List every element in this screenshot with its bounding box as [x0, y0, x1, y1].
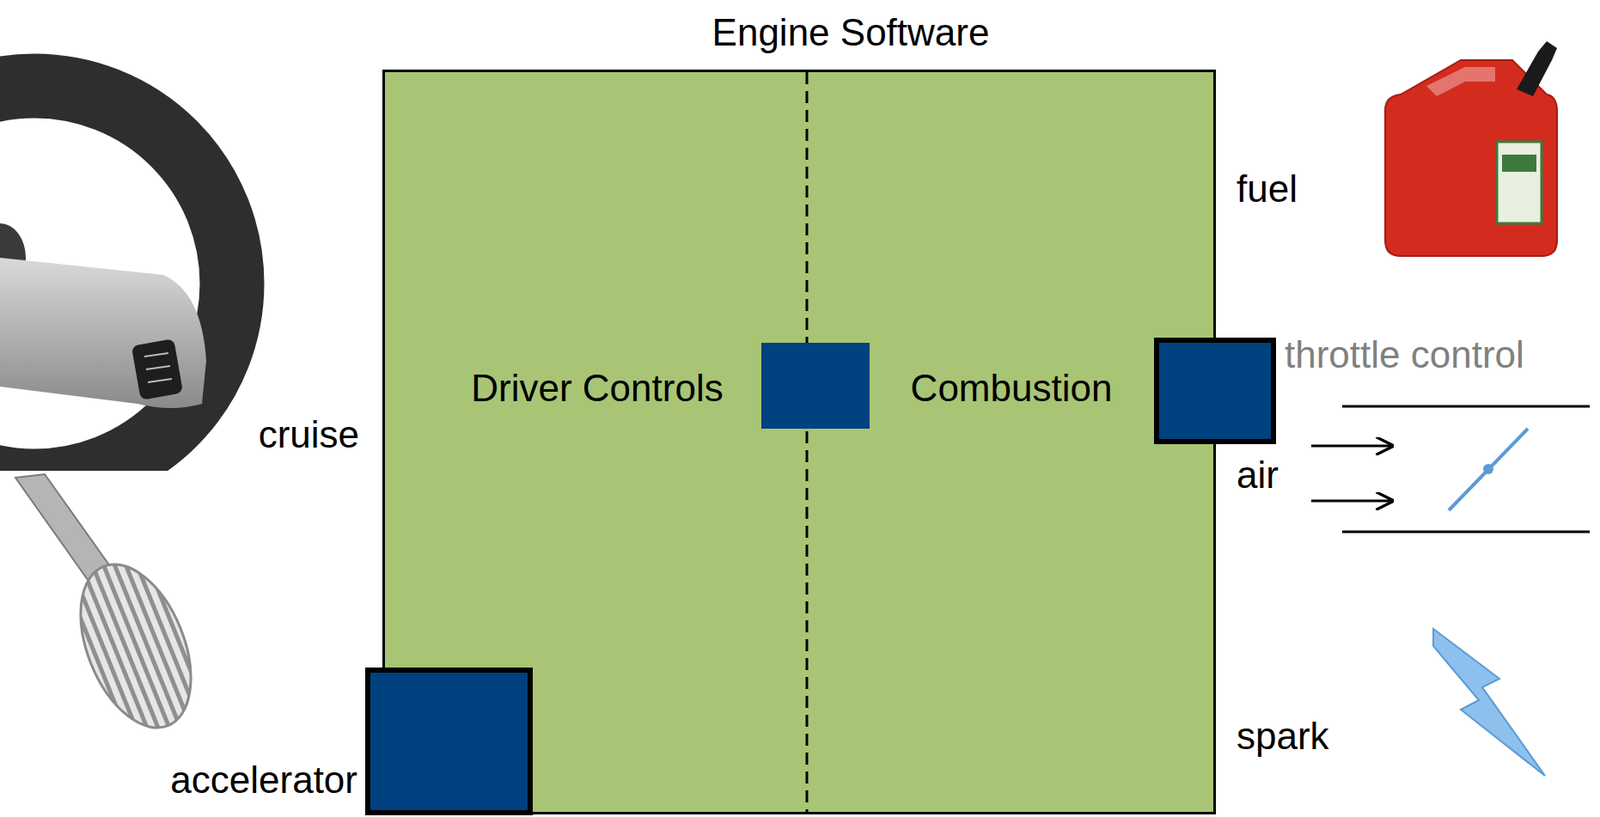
cruise-buttons: [131, 338, 184, 401]
throttle-plate: [1448, 428, 1528, 511]
part-label: spark: [1236, 712, 1330, 761]
duct-wall: [1342, 531, 1590, 534]
region-band: Driver Controls: [384, 72, 810, 813]
can-sticker: [1496, 141, 1542, 224]
accelerator-pedal: [15, 474, 213, 745]
spark-bolt: [1433, 629, 1546, 776]
fuel-can: [1385, 41, 1558, 257]
region-label: Combustion: [809, 364, 1214, 413]
pedal-pad: [59, 548, 214, 744]
box-heading: Engine Software: [436, 8, 1265, 57]
air-intake: [1311, 406, 1590, 532]
can-spout: [1516, 41, 1558, 97]
region-label: Driver Controls: [384, 364, 810, 413]
part-label: throttle control: [1284, 330, 1525, 379]
wheel-spoke: [0, 257, 207, 409]
part-label: fuel: [1236, 164, 1298, 214]
can-handle: [1426, 67, 1496, 97]
part-label: air: [1236, 451, 1279, 500]
button-mark: [144, 353, 169, 357]
duct-wall: [1342, 405, 1590, 409]
wheel-rim: [0, 85, 233, 471]
part-label: accelerator: [170, 756, 358, 805]
button-mark: [146, 366, 171, 370]
throttle-pivot: [1483, 464, 1494, 475]
can-sticker-band: [1502, 154, 1537, 172]
air-arrow: [1311, 445, 1393, 448]
air-arrow: [1311, 500, 1393, 503]
steering-wheel: [0, 85, 233, 471]
software-box: Engine SoftwareDriver ControlsCombustion: [382, 69, 1216, 815]
region-band: Combustion: [809, 72, 1214, 813]
part-label: cruise: [258, 410, 360, 459]
button-mark: [147, 378, 172, 383]
